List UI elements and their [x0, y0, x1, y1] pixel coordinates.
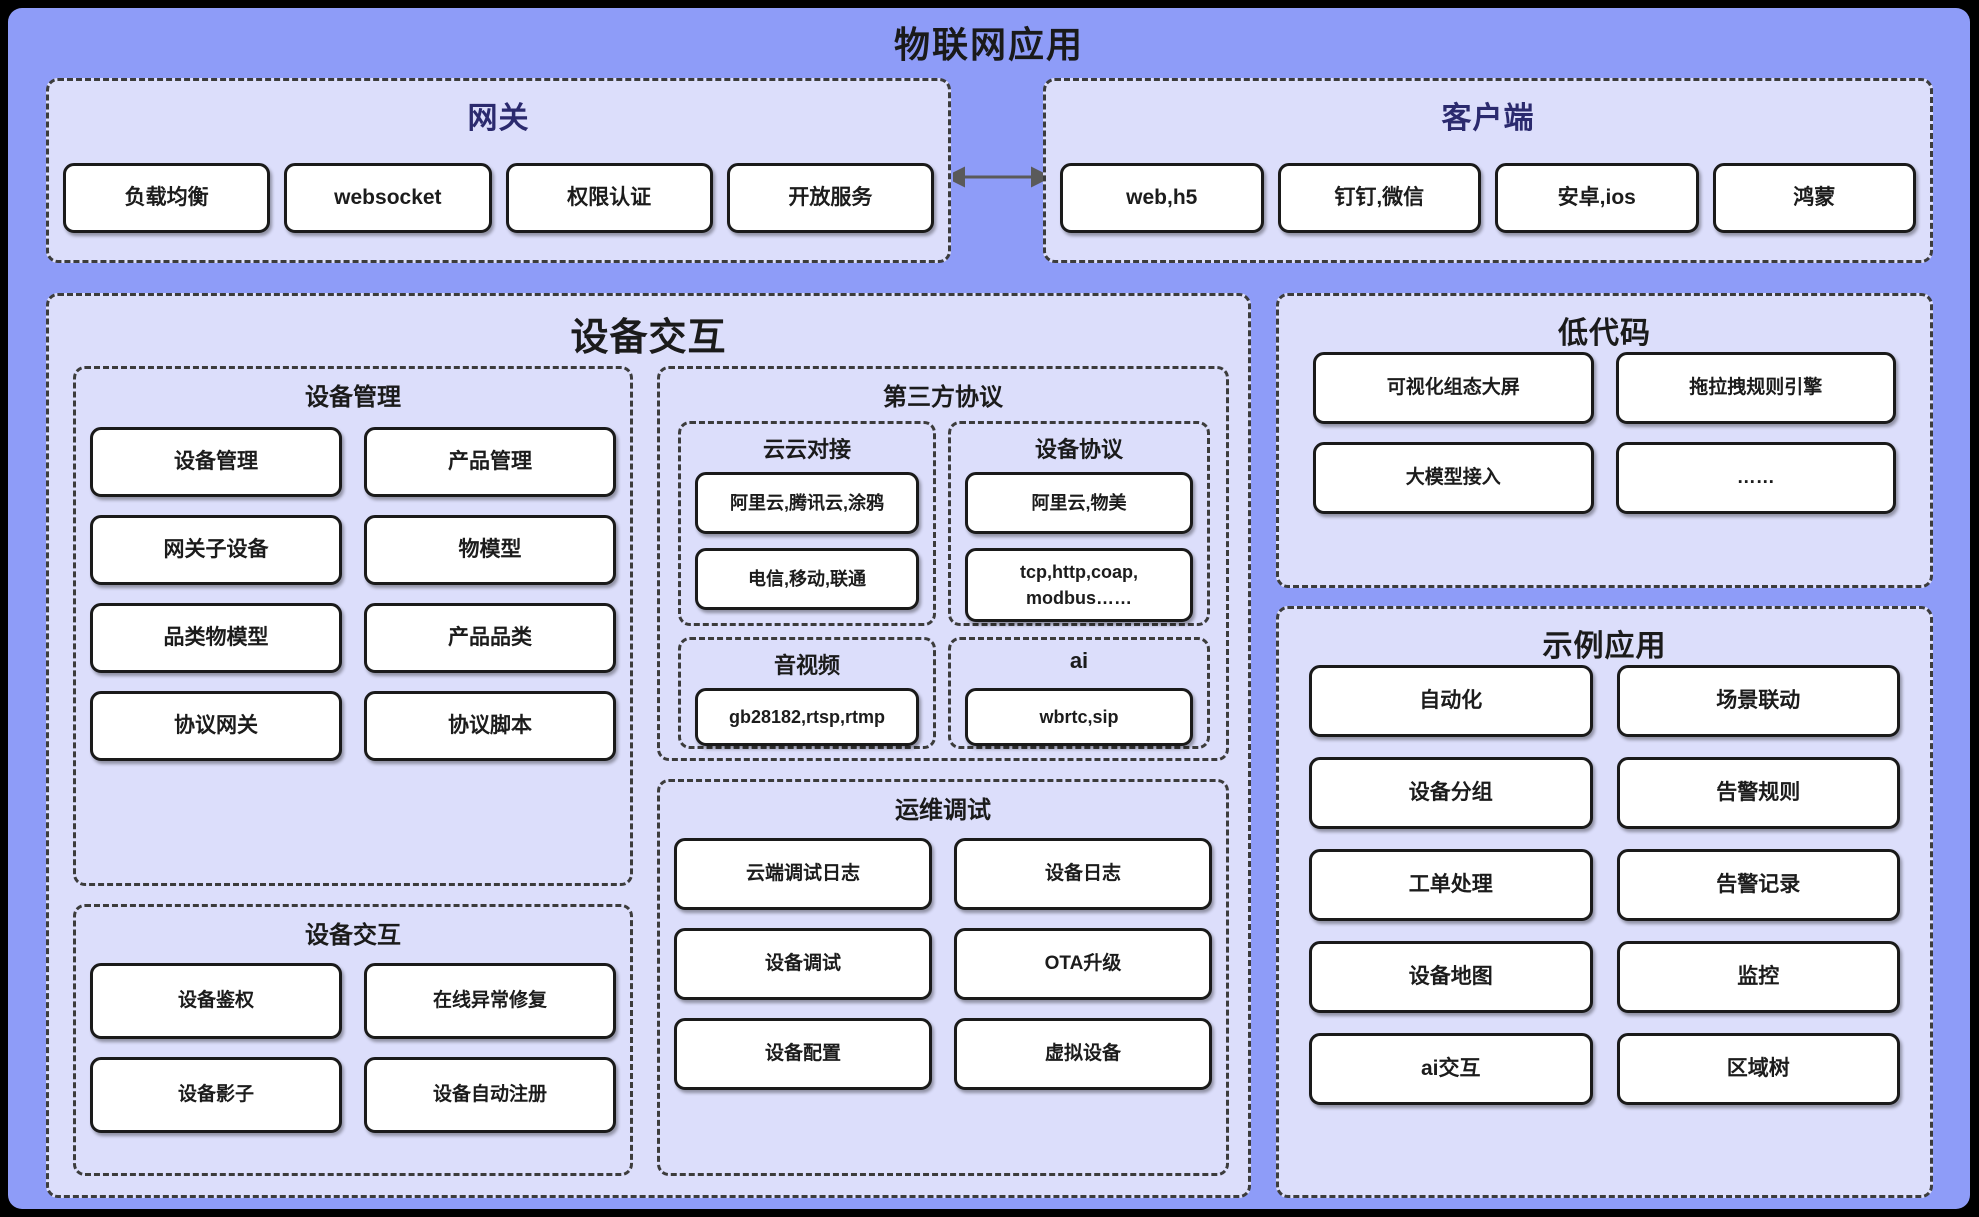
audio-video-panel: 音视频 gb28182,rtsp,rtmp — [678, 637, 936, 749]
device-interaction-panel: 设备交互 设备管理 设备管理 产品管理 网关子设备 物模型 品类物模型 产品品类… — [46, 293, 1251, 1198]
node-aliyun-tencent-tuya[interactable]: 阿里云,腾讯云,涂鸦 — [695, 472, 919, 534]
cloud-to-cloud-stack: 阿里云,腾讯云,涂鸦 电信,移动,联通 — [695, 472, 919, 610]
node-category-thing-model[interactable]: 品类物模型 — [90, 603, 342, 673]
node-device-auth[interactable]: 设备鉴权 — [90, 963, 342, 1039]
gateway-title: 网关 — [467, 102, 530, 135]
node-automation[interactable]: 自动化 — [1309, 665, 1593, 737]
sample-apps-panel: 示例应用 自动化 场景联动 设备分组 告警规则 工单处理 告警记录 设备地图 监… — [1276, 606, 1933, 1198]
client-item-harmony[interactable]: 鸿蒙 — [1712, 163, 1916, 233]
ops-debug-grid: 云端调试日志 设备日志 设备调试 OTA升级 设备配置 虚拟设备 — [674, 838, 1212, 1090]
node-device-auto-register[interactable]: 设备自动注册 — [364, 1057, 616, 1133]
device-management-title: 设备管理 — [305, 384, 401, 411]
node-device-log[interactable]: 设备日志 — [954, 838, 1212, 910]
node-ota-upgrade[interactable]: OTA升级 — [954, 928, 1212, 1000]
client-panel: 客户端 web,h5 钉钉,微信 安卓,ios 鸿蒙 — [1043, 78, 1933, 263]
gateway-panel: 网关 负载均衡 websocket 权限认证 开放服务 — [46, 78, 951, 263]
device-management-grid: 设备管理 产品管理 网关子设备 物模型 品类物模型 产品品类 协议网关 协议脚本 — [90, 427, 616, 761]
ai-protocol-stack: wbrtc,sip — [965, 688, 1193, 746]
audio-video-stack: gb28182,rtsp,rtmp — [695, 688, 919, 746]
gateway-item-open-service[interactable]: 开放服务 — [726, 163, 934, 233]
cloud-to-cloud-title: 云云对接 — [762, 437, 851, 462]
node-device-debug[interactable]: 设备调试 — [674, 928, 932, 1000]
lowcode-panel: 低代码 可视化组态大屏 拖拉拽规则引擎 大模型接入 …… — [1276, 293, 1933, 588]
node-device-management[interactable]: 设备管理 — [90, 427, 342, 497]
node-online-exception-repair[interactable]: 在线异常修复 — [364, 963, 616, 1039]
node-virtual-device[interactable]: 虚拟设备 — [954, 1018, 1212, 1090]
gateway-item-auth[interactable]: 权限认证 — [505, 163, 713, 233]
page-title: 物联网应用 — [893, 24, 1084, 65]
client-item-dingtalk-wechat[interactable]: 钉钉,微信 — [1277, 163, 1481, 233]
node-device-map[interactable]: 设备地图 — [1309, 941, 1593, 1013]
ops-debug-panel: 运维调试 云端调试日志 设备日志 设备调试 OTA升级 设备配置 虚拟设备 — [657, 779, 1229, 1176]
node-gb28182-rtsp-rtmp[interactable]: gb28182,rtsp,rtmp — [695, 688, 919, 746]
node-product-management[interactable]: 产品管理 — [364, 427, 616, 497]
audio-video-title: 音视频 — [773, 653, 840, 678]
client-title: 客户端 — [1441, 102, 1535, 135]
device-interaction-title: 设备交互 — [570, 317, 727, 359]
device-protocol-panel: 设备协议 阿里云,物美 tcp,http,coap, modbus…… — [948, 421, 1210, 626]
node-protocol-script[interactable]: 协议脚本 — [364, 691, 616, 761]
node-ai-interaction[interactable]: ai交互 — [1309, 1033, 1593, 1105]
node-aliyun-wumei[interactable]: 阿里云,物美 — [965, 472, 1193, 534]
sample-apps-title: 示例应用 — [1542, 630, 1667, 663]
device-management-panel: 设备管理 设备管理 产品管理 网关子设备 物模型 品类物模型 产品品类 协议网关… — [73, 366, 633, 886]
node-drag-drop-rule-engine[interactable]: 拖拉拽规则引擎 — [1615, 352, 1896, 424]
ops-debug-title: 运维调试 — [895, 797, 991, 824]
third-party-protocol-panel: 第三方协议 云云对接 阿里云,腾讯云,涂鸦 电信,移动,联通 设备协议 阿里云,… — [657, 366, 1229, 761]
node-llm-access[interactable]: 大模型接入 — [1313, 442, 1594, 514]
device-protocol-title: 设备协议 — [1034, 437, 1123, 462]
node-product-category[interactable]: 产品品类 — [364, 603, 616, 673]
gateway-item-websocket[interactable]: websocket — [284, 163, 492, 233]
node-thing-model[interactable]: 物模型 — [364, 515, 616, 585]
node-monitoring[interactable]: 监控 — [1616, 941, 1900, 1013]
node-region-tree[interactable]: 区域树 — [1616, 1033, 1900, 1105]
node-gateway-subdevice[interactable]: 网关子设备 — [90, 515, 342, 585]
ai-protocol-title: ai — [1069, 648, 1089, 673]
client-item-row: web,h5 钉钉,微信 安卓,ios 鸿蒙 — [1046, 163, 1930, 233]
device-interaction-sub-panel: 设备交互 设备鉴权 在线异常修复 设备影子 设备自动注册 — [73, 904, 633, 1176]
cloud-to-cloud-panel: 云云对接 阿里云,腾讯云,涂鸦 电信,移动,联通 — [678, 421, 936, 626]
node-alarm-record[interactable]: 告警记录 — [1616, 849, 1900, 921]
node-device-shadow[interactable]: 设备影子 — [90, 1057, 342, 1133]
node-telecom-mobile-unicom[interactable]: 电信,移动,联通 — [695, 548, 919, 610]
node-scene-linkage[interactable]: 场景联动 — [1616, 665, 1900, 737]
double-arrow-icon — [953, 166, 1043, 188]
node-work-order[interactable]: 工单处理 — [1309, 849, 1593, 921]
client-item-web-h5[interactable]: web,h5 — [1060, 163, 1264, 233]
device-interaction-sub-title: 设备交互 — [305, 922, 401, 949]
node-alarm-rule[interactable]: 告警规则 — [1616, 757, 1900, 829]
node-cloud-debug-log[interactable]: 云端调试日志 — [674, 838, 932, 910]
node-wbrtc-sip[interactable]: wbrtc,sip — [965, 688, 1193, 746]
lowcode-grid: 可视化组态大屏 拖拉拽规则引擎 大模型接入 …… — [1313, 352, 1896, 514]
node-device-config[interactable]: 设备配置 — [674, 1018, 932, 1090]
node-lowcode-more[interactable]: …… — [1615, 442, 1896, 514]
node-visual-dashboard[interactable]: 可视化组态大屏 — [1313, 352, 1594, 424]
third-party-protocol-title: 第三方协议 — [883, 384, 1003, 411]
node-device-group[interactable]: 设备分组 — [1309, 757, 1593, 829]
sample-apps-grid: 自动化 场景联动 设备分组 告警规则 工单处理 告警记录 设备地图 监控 ai交… — [1309, 665, 1900, 1105]
client-item-android-ios[interactable]: 安卓,ios — [1495, 163, 1699, 233]
device-interaction-sub-grid: 设备鉴权 在线异常修复 设备影子 设备自动注册 — [90, 963, 616, 1133]
diagram-root: 物联网应用 网关 负载均衡 websocket 权限认证 开放服务 客户端 we… — [8, 8, 1970, 1209]
gateway-item-load-balance[interactable]: 负载均衡 — [63, 163, 271, 233]
ai-protocol-panel: ai wbrtc,sip — [948, 637, 1210, 749]
node-tcp-http-coap-modbus[interactable]: tcp,http,coap, modbus…… — [965, 548, 1193, 622]
device-protocol-stack: 阿里云,物美 tcp,http,coap, modbus…… — [965, 472, 1193, 622]
lowcode-title: 低代码 — [1558, 317, 1651, 350]
node-protocol-gateway[interactable]: 协议网关 — [90, 691, 342, 761]
gateway-item-row: 负载均衡 websocket 权限认证 开放服务 — [49, 163, 948, 233]
